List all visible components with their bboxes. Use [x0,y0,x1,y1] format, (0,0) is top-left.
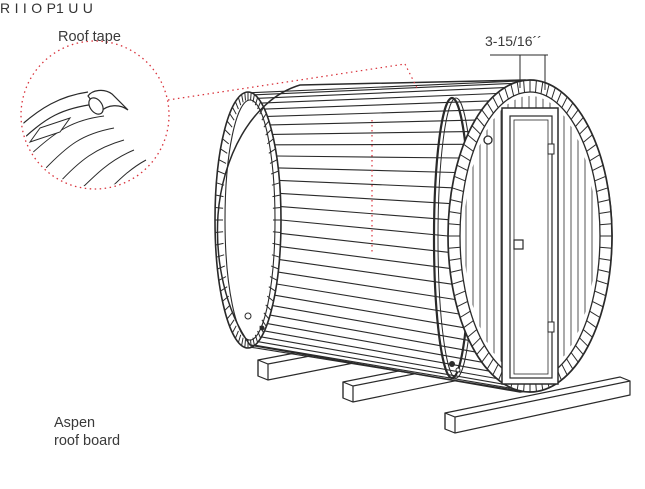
callout-o-label: O [31,0,43,16]
bolt-icon [483,135,493,145]
dimension-label: 3-15/16´´ [485,33,542,49]
callout-p1-label: P1 [46,0,64,16]
barrel-staves [251,80,522,392]
callout-r-label: R [0,0,11,16]
dimension-marker [490,54,548,90]
roof-tape-detail [20,40,419,255]
callout-i-right-label: I [22,0,27,16]
bolt-icon [259,325,265,331]
callout-i-left-label: I [14,0,19,16]
aspen-label-line2: roof board [54,433,121,449]
callout-u-left-label: U [68,0,79,16]
door-hinge-top-icon [547,143,555,155]
bolt-icon [244,312,252,320]
barrel-body [214,79,613,393]
door [501,107,559,385]
back-ring-ticks [215,92,281,348]
roof-tape-label: Roof tape [58,29,121,45]
aspen-roof-board-label: Aspen roof board [54,414,120,450]
door-handle-icon [513,239,524,250]
door-hinge-bottom-icon [547,321,555,333]
callout-u-right-label: U [82,0,93,16]
bolt-icon [455,367,461,373]
bolt-icon [449,361,455,367]
aspen-label-line1: Aspen [54,415,96,431]
